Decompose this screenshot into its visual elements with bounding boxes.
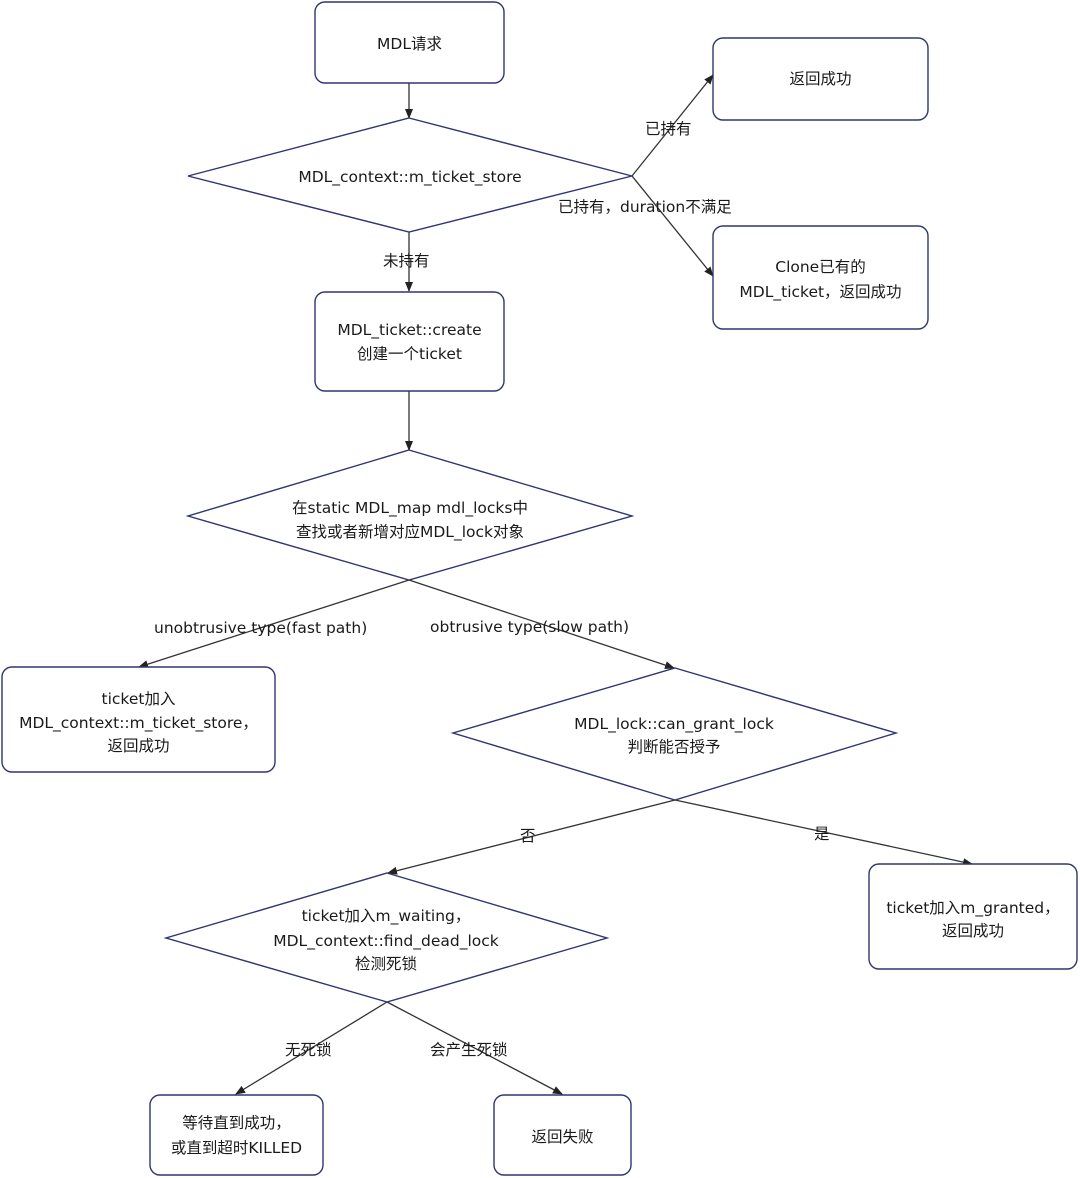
- fast-path-label-2: MDL_context::m_ticket_store，: [19, 714, 258, 733]
- fast-path-label-3: 返回成功: [107, 737, 169, 755]
- edge-label-unobtrusive: unobtrusive type(fast path): [154, 619, 367, 637]
- granted-label-2: 返回成功: [942, 922, 1004, 940]
- node-clone-ticket: Clone已有的 MDL_ticket，返回成功: [712, 225, 929, 330]
- node-fast-path-result: ticket加入 MDL_context::m_ticket_store， 返回…: [1, 666, 276, 773]
- return-fail-label: 返回失败: [531, 1128, 593, 1146]
- node-wait-until-success: 等待直到成功， 或直到超时KILLED: [149, 1094, 324, 1176]
- edge-label-held: 已持有: [645, 120, 692, 138]
- node-granted: ticket加入m_granted， 返回成功: [868, 863, 1078, 970]
- edge-held: [631, 74, 714, 177]
- edge-label-yes: 是: [814, 825, 830, 843]
- decision-mdl-map: 在static MDL_map mdl_locks中 查找或者新增对应MDL_l…: [185, 449, 635, 581]
- mdl-map-label-2: 查找或者新增对应MDL_lock对象: [296, 522, 524, 542]
- edge-deadlock: [386, 1001, 563, 1095]
- decision-waiting: ticket加入m_waiting， MDL_context::find_dea…: [163, 872, 610, 1003]
- edge-unobtrusive: [138, 579, 410, 669]
- node-mdl-request: MDL请求: [314, 1, 505, 84]
- edge-label-no-deadlock: 无死锁: [285, 1041, 332, 1059]
- edge-labels: 已持有 已持有，duration不满足 未持有 unobtrusive type…: [154, 120, 830, 1059]
- node-ticket-create: MDL_ticket::create 创建一个ticket: [314, 291, 505, 392]
- edge-no-deadlock: [235, 1001, 388, 1095]
- edges: [138, 74, 973, 1095]
- ticket-create-label-2: 创建一个ticket: [357, 345, 462, 363]
- can-grant-label-1: MDL_lock::can_grant_lock: [574, 715, 774, 734]
- wait-label-1: 等待直到成功，: [182, 1114, 291, 1132]
- edge-yes: [674, 799, 973, 867]
- fast-path-label-1: ticket加入: [102, 690, 176, 708]
- node-return-fail: 返回失败: [493, 1094, 632, 1176]
- clone-ticket-label-1: Clone已有的: [775, 258, 865, 276]
- edge-label-no: 否: [520, 827, 536, 845]
- edge-label-obtrusive: obtrusive type(slow path): [430, 618, 629, 636]
- waiting-label-2: MDL_context::find_dead_lock: [273, 932, 499, 951]
- ticket-create-label-1: MDL_ticket::create: [337, 321, 481, 340]
- granted-label-1: ticket加入m_granted，: [886, 899, 1059, 918]
- edge-label-held-duration: 已持有，duration不满足: [558, 198, 732, 216]
- waiting-label-1: ticket加入m_waiting，: [302, 907, 471, 926]
- ticket-store-label: MDL_context::m_ticket_store: [298, 168, 521, 187]
- can-grant-label-2: 判断能否授予: [627, 738, 720, 756]
- edge-label-not-held: 未持有: [383, 252, 430, 270]
- mdl-map-label-1: 在static MDL_map mdl_locks中: [292, 499, 528, 518]
- waiting-label-3: 检测死锁: [355, 955, 417, 973]
- edge-label-deadlock: 会产生死锁: [430, 1041, 508, 1059]
- edge-no: [387, 799, 676, 875]
- node-return-success-held: 返回成功: [712, 37, 929, 121]
- clone-ticket-label-2: MDL_ticket，返回成功: [739, 283, 901, 302]
- mdl-request-label: MDL请求: [377, 35, 442, 53]
- return-success-held-label: 返回成功: [789, 70, 851, 88]
- decision-ticket-store: MDL_context::m_ticket_store: [187, 117, 633, 233]
- decision-can-grant: MDL_lock::can_grant_lock 判断能否授予: [450, 667, 899, 801]
- wait-label-2: 或直到超时KILLED: [171, 1139, 302, 1157]
- edge-held-duration: [631, 175, 714, 277]
- edge-obtrusive: [408, 579, 675, 669]
